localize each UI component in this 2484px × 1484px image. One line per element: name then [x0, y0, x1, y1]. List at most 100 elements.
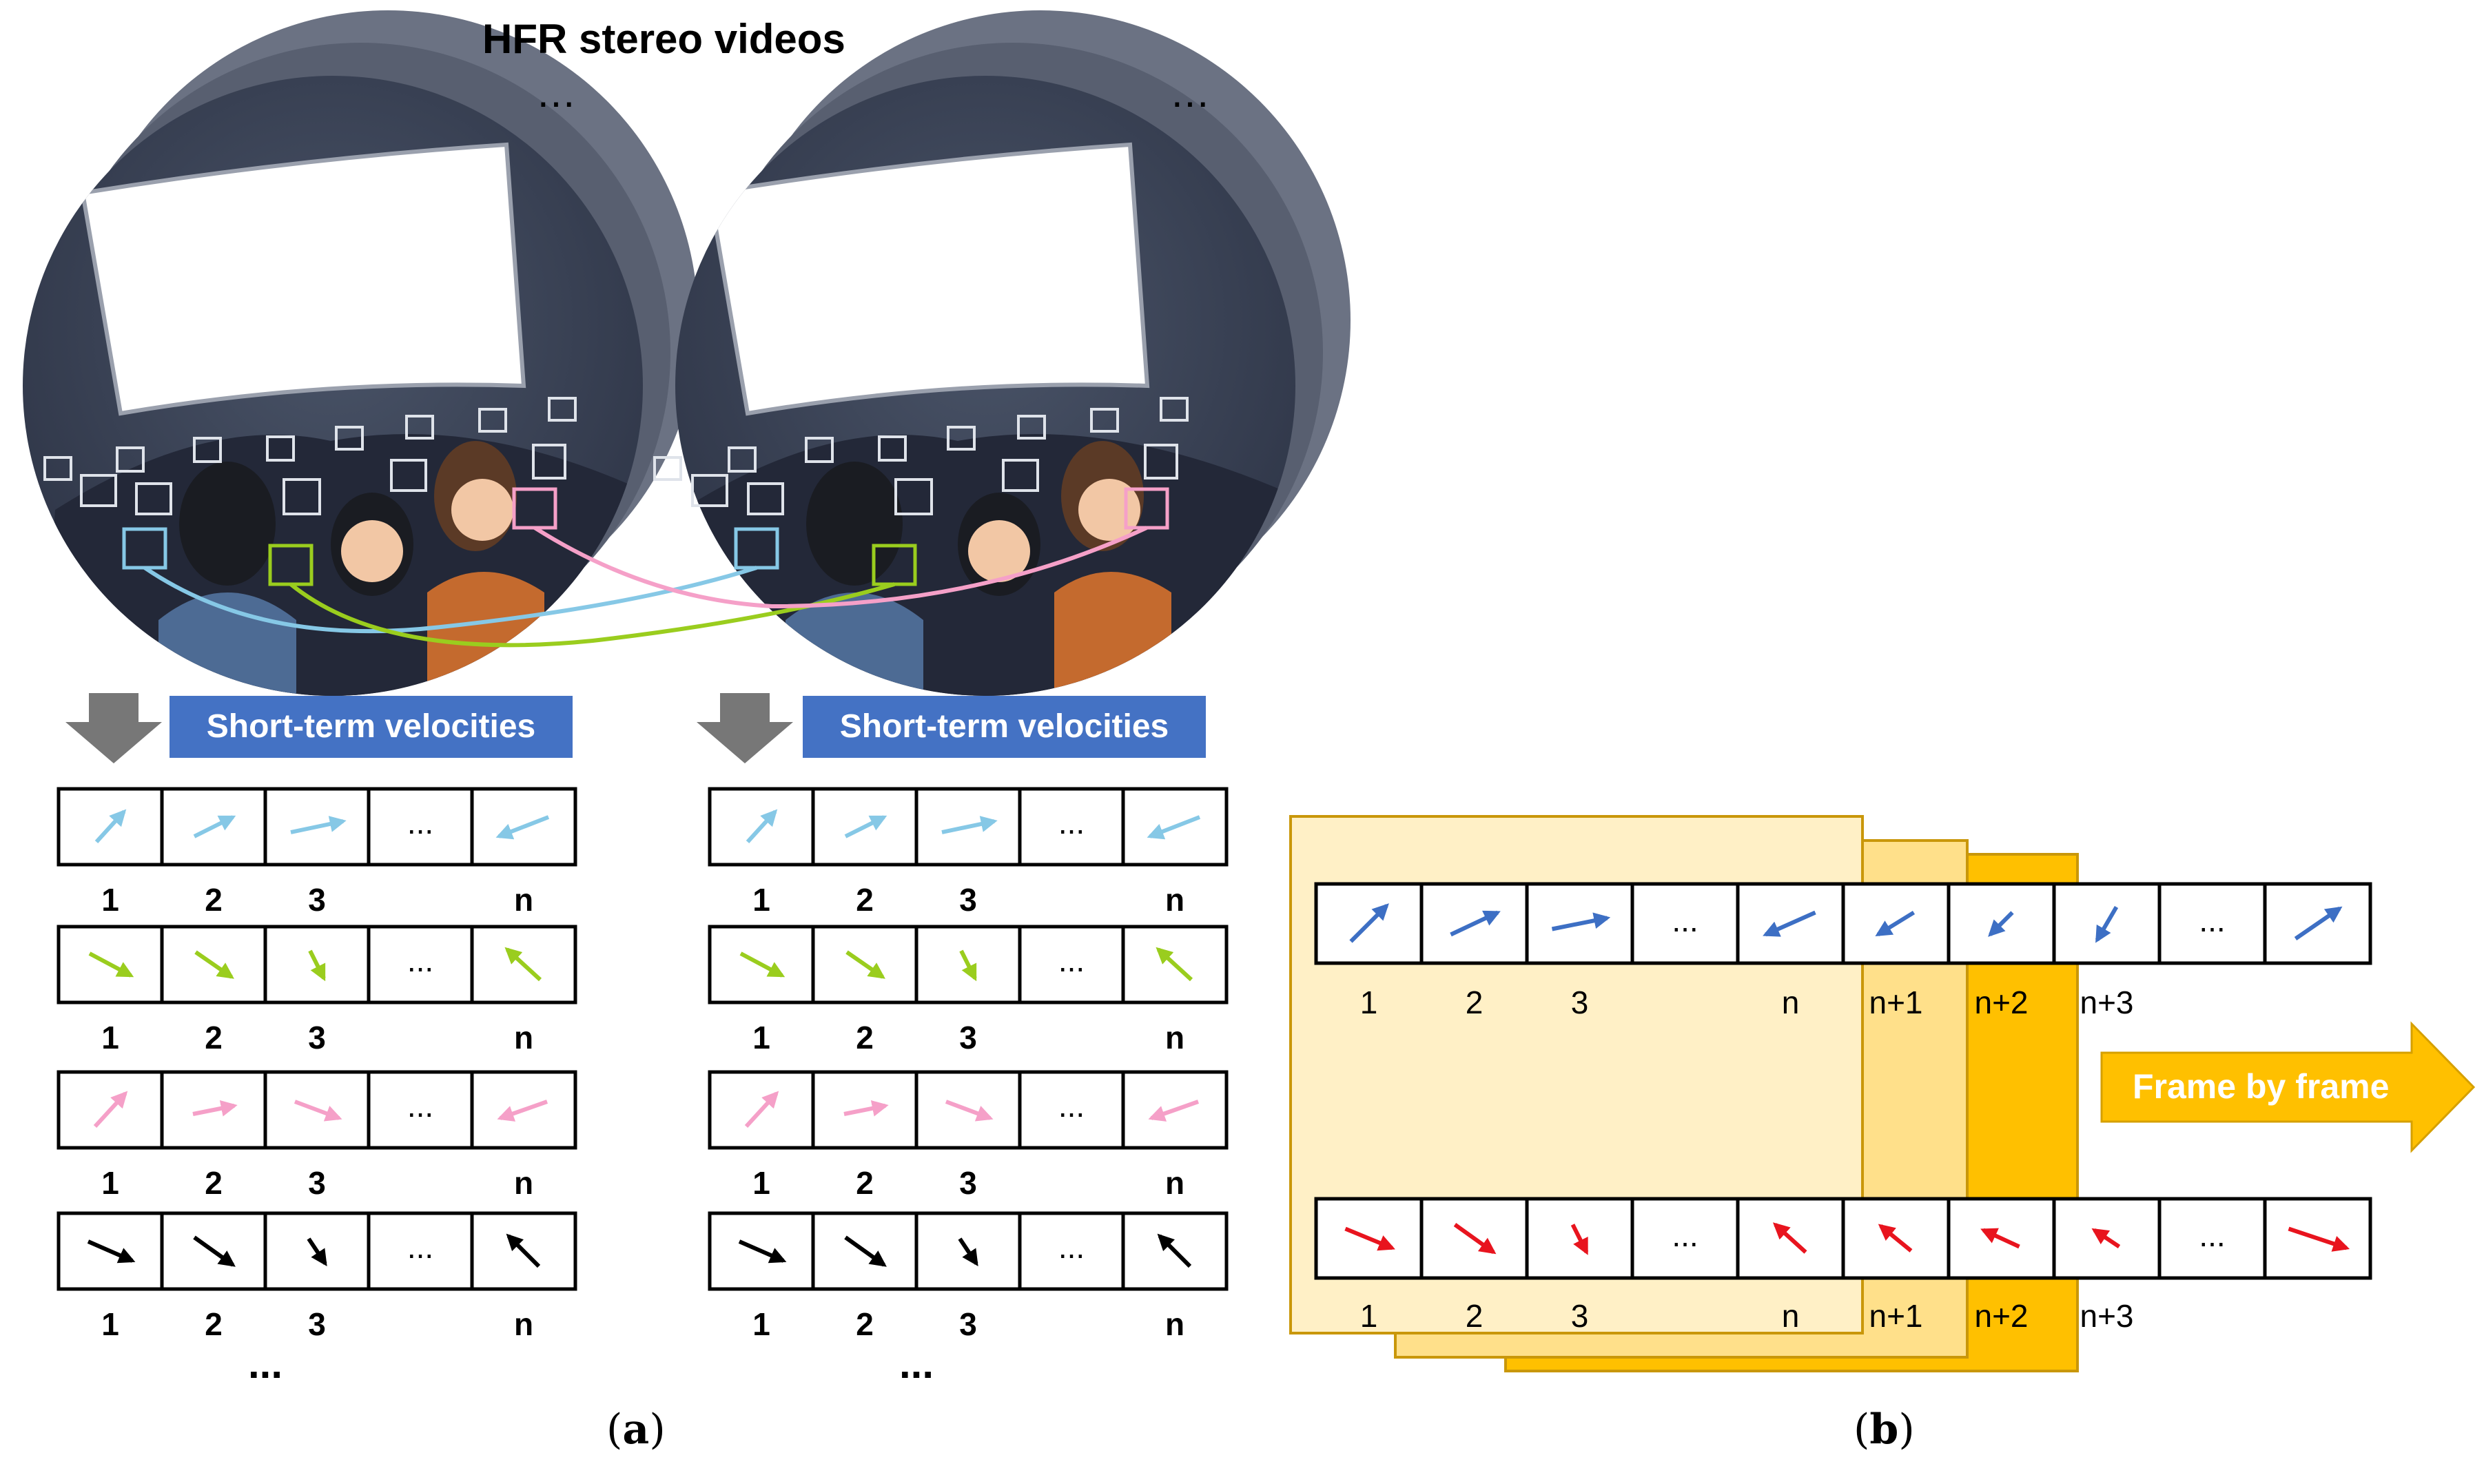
lime-velocity-arrow [845, 950, 885, 979]
sequence-index-label: 1 [1359, 1298, 1378, 1334]
frame-index-label: 1 [752, 882, 770, 918]
right-video-stack [653, 10, 1351, 696]
blue-velocity-arrow [1551, 912, 1611, 931]
pink-velocity-arrow [1148, 1100, 1199, 1122]
cyan-velocity-arrow [746, 809, 778, 844]
down-arrow-left [65, 693, 162, 763]
blue-velocity-arrow [1349, 903, 1389, 943]
sequence-index-label: n+1 [1869, 1298, 1923, 1334]
frame-by-frame-arrow [2100, 1021, 2476, 1153]
cell-ellipsis: ... [2199, 1217, 2226, 1253]
frame-index-label: 3 [959, 1306, 977, 1342]
frame-index-label: n [513, 1306, 534, 1342]
lime-velocity-arrow [959, 949, 977, 982]
frame-index-label: 3 [959, 1020, 977, 1055]
cyan-velocity-arrow [290, 816, 347, 834]
lime-velocity-arrow [88, 951, 134, 978]
frame-index-label: 3 [308, 882, 326, 918]
pink-velocity-arrow [294, 1100, 342, 1122]
caption-b: (b) [1854, 1405, 1915, 1454]
frame-index-label: 3 [308, 1165, 326, 1201]
sequence-index-label: 2 [1465, 985, 1484, 1020]
down-arrow-right [697, 693, 793, 763]
red-velocity-arrow [2288, 1226, 2350, 1252]
lime-velocity-arrow [1156, 947, 1193, 982]
cell-ellipsis: ... [2199, 903, 2226, 938]
frame-index-label: 1 [101, 1165, 119, 1201]
frame-index-label: 2 [856, 1306, 874, 1342]
lime-velocity-arrow [504, 947, 542, 982]
blue-velocity-arrow [1763, 910, 1816, 937]
blue-velocity-arrow [2095, 905, 2119, 943]
sequence-index-label: 3 [1570, 985, 1589, 1020]
cyan-velocity-arrow [941, 816, 998, 834]
pink-velocity-arrow [744, 1091, 779, 1129]
sequence-index-label: n+3 [2080, 985, 2134, 1020]
black-velocity-arrow [738, 1239, 787, 1264]
cell-ellipsis: ... [1058, 942, 1085, 978]
sequence-cell [1630, 1197, 1740, 1280]
sequence-index-label: n [1781, 985, 1800, 1020]
black-velocity-arrow [307, 1237, 327, 1266]
blue-velocity-arrow [2294, 906, 2343, 940]
cell-ellipsis: ... [407, 1088, 434, 1124]
red-velocity-arrow [1344, 1226, 1395, 1251]
sequence-index-label: n+1 [1869, 985, 1923, 1020]
caption-a: (a) [606, 1405, 666, 1454]
cell-ellipsis: ... [407, 805, 434, 841]
more-rows-ellipsis: ... [247, 1341, 283, 1387]
frame-index-label: 1 [101, 882, 119, 918]
frame-index-label: 2 [856, 1165, 874, 1201]
frame-index-label: 3 [959, 1165, 977, 1201]
right-velocity-badge: Short-term velocities [803, 696, 1206, 758]
sequence-cell [2052, 1197, 2162, 1280]
red-velocity-arrow [1772, 1222, 1807, 1254]
velocity-cell [1018, 925, 1125, 1004]
lime-velocity-arrow [194, 950, 234, 979]
cyan-velocity-arrow [844, 815, 887, 838]
frame-index-label: 1 [101, 1020, 119, 1055]
left-velocity-badge: Short-term velocities [170, 696, 573, 758]
frame-index-label: 2 [205, 882, 223, 918]
frame-index-label: 1 [752, 1020, 770, 1055]
cell-ellipsis: ... [1058, 1229, 1085, 1265]
frame-index-label: 2 [205, 1306, 223, 1342]
sequence-index-label: 2 [1465, 1298, 1484, 1334]
sequence-index-label: n+3 [2080, 1298, 2134, 1334]
sequence-index-label: 1 [1359, 985, 1378, 1020]
right-video-ellipsis: ... [1171, 70, 1211, 116]
pink-velocity-arrow [93, 1091, 128, 1129]
velocity-cell [1018, 1070, 1125, 1150]
cell-ellipsis: ... [407, 942, 434, 978]
frame-index-label: n [513, 1020, 534, 1055]
black-velocity-arrow [958, 1237, 978, 1266]
velocity-cell [1018, 787, 1125, 867]
frame-index-label: 2 [856, 882, 874, 918]
more-rows-ellipsis: ... [899, 1341, 934, 1387]
frame-index-label: n [513, 882, 534, 918]
cell-ellipsis: ... [1672, 903, 1698, 938]
pink-velocity-arrow [192, 1100, 238, 1117]
figure-title: HFR stereo videos [482, 16, 845, 62]
blue-velocity-arrow [1988, 911, 2014, 937]
frame-index-label: 1 [752, 1165, 770, 1201]
sequence-cell [1630, 882, 1740, 965]
cell-ellipsis: ... [407, 1229, 434, 1265]
frame-index-label: 2 [205, 1020, 223, 1055]
correspondence-curves [143, 526, 1148, 648]
cyan-velocity-arrow [94, 809, 127, 844]
blue-velocity-arrow [1875, 910, 1916, 937]
red-velocity-arrow [1878, 1224, 1913, 1253]
sequence-index-label: n+2 [1974, 1298, 2029, 1334]
black-velocity-arrow [844, 1235, 887, 1267]
cyan-velocity-arrow [495, 815, 550, 840]
cell-ellipsis: ... [1058, 805, 1085, 841]
cyan-velocity-arrow [193, 815, 236, 838]
black-velocity-arrow [1157, 1233, 1192, 1268]
frame-by-frame-label: Frame by frame [2133, 1067, 2390, 1106]
left-video-ellipsis: ... [537, 70, 577, 116]
sequence-cell [2157, 1197, 2267, 1280]
frame-index-label: 3 [308, 1306, 326, 1342]
red-velocity-arrow [1453, 1223, 1497, 1255]
frame-index-label: 3 [308, 1020, 326, 1055]
